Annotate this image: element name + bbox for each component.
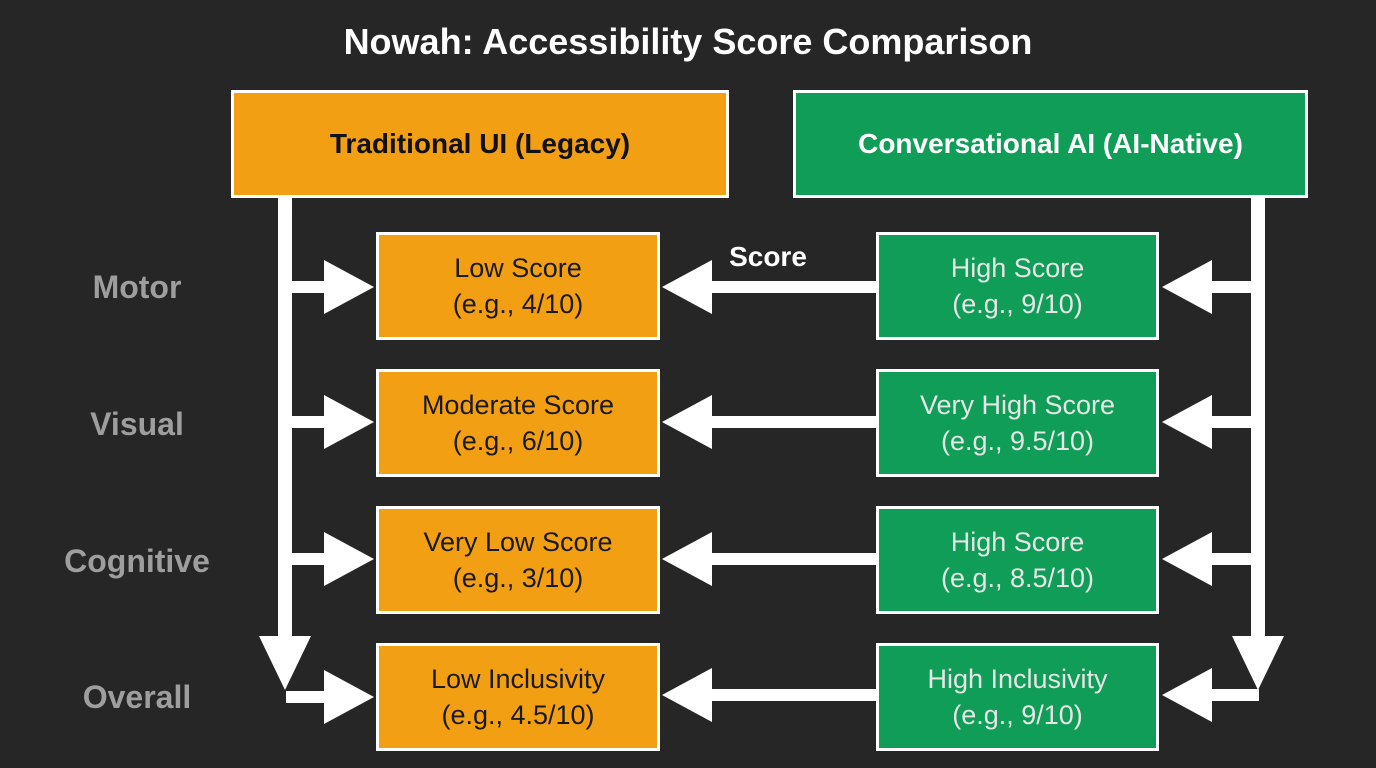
compare-arrow-overall	[662, 668, 876, 722]
legacy-motor-title: Low Score	[454, 253, 582, 283]
left-branch-visual	[292, 395, 374, 449]
right-trunk-arrowhead	[1232, 636, 1284, 690]
ai-overall-box: High Inclusivity (e.g., 9/10)	[876, 643, 1159, 751]
legacy-visual-box: Moderate Score (e.g., 6/10)	[376, 369, 660, 477]
ai-visual-value: (e.g., 9.5/10)	[940, 426, 1095, 456]
compare-arrow-visual	[662, 395, 876, 449]
ai-visual-box: Very High Score (e.g., 9.5/10)	[876, 369, 1159, 477]
legacy-cognitive-title: Very Low Score	[423, 527, 613, 557]
compare-arrow-cognitive	[662, 532, 876, 586]
score-arrow-label: Score	[729, 241, 807, 272]
legacy-overall-title: Low Inclusivity	[430, 664, 606, 694]
ai-motor-box: High Score (e.g., 9/10)	[876, 232, 1159, 340]
legacy-visual-value: (e.g., 6/10)	[452, 426, 584, 456]
right-branch-overall	[1162, 668, 1259, 722]
legacy-motor-value: (e.g., 4/10)	[452, 289, 584, 319]
legacy-header-label: Traditional UI (Legacy)	[329, 128, 631, 159]
right-branch-visual	[1162, 395, 1251, 449]
left-trunk-line	[278, 198, 292, 640]
legacy-overall-box: Low Inclusivity (e.g., 4.5/10)	[376, 643, 660, 751]
ai-cognitive-box: High Score (e.g., 8.5/10)	[876, 506, 1159, 614]
legacy-overall-value: (e.g., 4.5/10)	[441, 700, 595, 730]
legacy-motor-box: Low Score (e.g., 4/10)	[376, 232, 660, 340]
left-branch-cognitive	[292, 532, 374, 586]
left-trunk-arrowhead	[259, 636, 311, 690]
ai-overall-title: High Inclusivity	[927, 664, 1108, 694]
ai-native-header-label: Conversational AI (AI-Native)	[858, 128, 1243, 159]
compare-arrow-motor	[662, 260, 876, 314]
ai-native-header: Conversational AI (AI-Native)	[793, 90, 1308, 198]
right-branch-cognitive	[1162, 532, 1251, 586]
ai-motor-value: (e.g., 9/10)	[952, 289, 1083, 319]
ai-cognitive-title: High Score	[950, 527, 1085, 557]
ai-overall-value: (e.g., 9/10)	[952, 700, 1083, 730]
right-trunk-line	[1251, 198, 1265, 640]
legacy-header: Traditional UI (Legacy)	[231, 90, 729, 198]
legacy-cognitive-box: Very Low Score (e.g., 3/10)	[376, 506, 660, 614]
legacy-visual-title: Moderate Score	[421, 390, 615, 420]
ai-motor-title: High Score	[950, 253, 1085, 283]
legacy-cognitive-value: (e.g., 3/10)	[452, 563, 584, 593]
row-label-cognitive: Cognitive	[64, 543, 210, 579]
left-branch-overall	[286, 670, 374, 724]
right-branch-motor	[1162, 260, 1251, 314]
left-branch-motor	[292, 260, 374, 314]
diagram-title: Nowah: Accessibility Score Comparison	[343, 21, 1033, 62]
row-label-overall: Overall	[82, 679, 192, 715]
row-label-motor: Motor	[92, 269, 182, 305]
row-label-visual: Visual	[90, 406, 184, 442]
ai-cognitive-value: (e.g., 8.5/10)	[940, 563, 1095, 593]
ai-visual-title: Very High Score	[919, 390, 1116, 420]
